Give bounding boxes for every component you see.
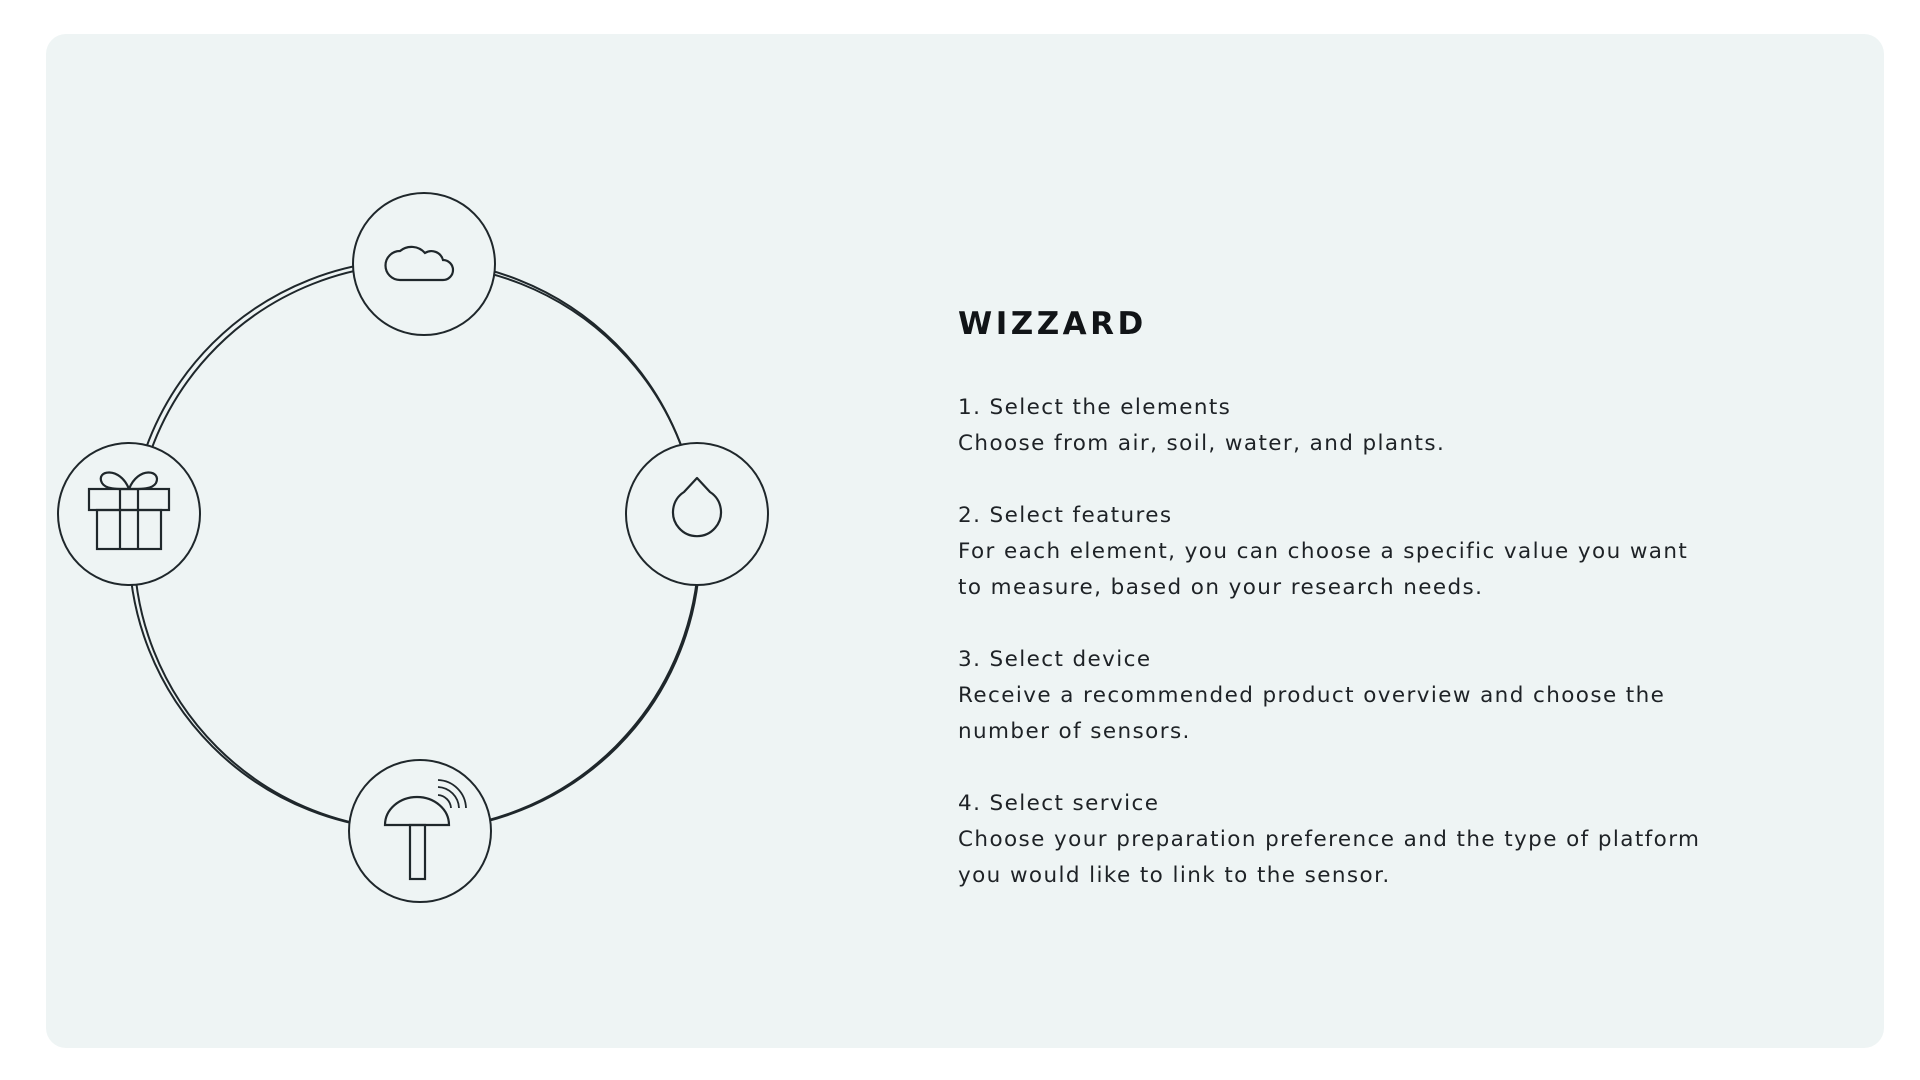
step-heading: 1. Select the elements <box>958 395 1232 420</box>
sensor-device-icon <box>383 779 467 881</box>
step-description: For each element, you can choose a speci… <box>958 539 1689 564</box>
wizard-instructions: WIZZARD 1. Select the elements Choose fr… <box>958 300 1778 930</box>
step-heading: 2. Select features <box>958 503 1173 528</box>
step-description: Receive a recommended product overview a… <box>958 683 1666 708</box>
node-air[interactable] <box>352 192 496 336</box>
step-3: 3. Select device Receive a recommended p… <box>958 642 1778 750</box>
page-title: WIZZARD <box>958 306 1147 342</box>
step-description: you would like to link to the sensor. <box>958 863 1391 888</box>
step-description: to measure, based on your research needs… <box>958 575 1484 600</box>
node-device[interactable] <box>348 759 492 903</box>
node-water[interactable] <box>625 442 769 586</box>
step-description: number of sensors. <box>958 719 1191 744</box>
step-heading: 4. Select service <box>958 791 1160 816</box>
node-service[interactable] <box>57 442 201 586</box>
step-4: 4. Select service Choose your preparatio… <box>958 786 1778 894</box>
gift-icon <box>87 471 171 551</box>
step-1: 1. Select the elements Choose from air, … <box>958 390 1778 462</box>
step-description: Choose from air, soil, water, and plants… <box>958 431 1446 456</box>
step-description: Choose your preparation preference and t… <box>958 827 1701 852</box>
cloud-icon <box>384 245 455 282</box>
water-drop-icon <box>671 476 723 538</box>
step-2: 2. Select features For each element, you… <box>958 498 1778 606</box>
step-heading: 3. Select device <box>958 647 1152 672</box>
